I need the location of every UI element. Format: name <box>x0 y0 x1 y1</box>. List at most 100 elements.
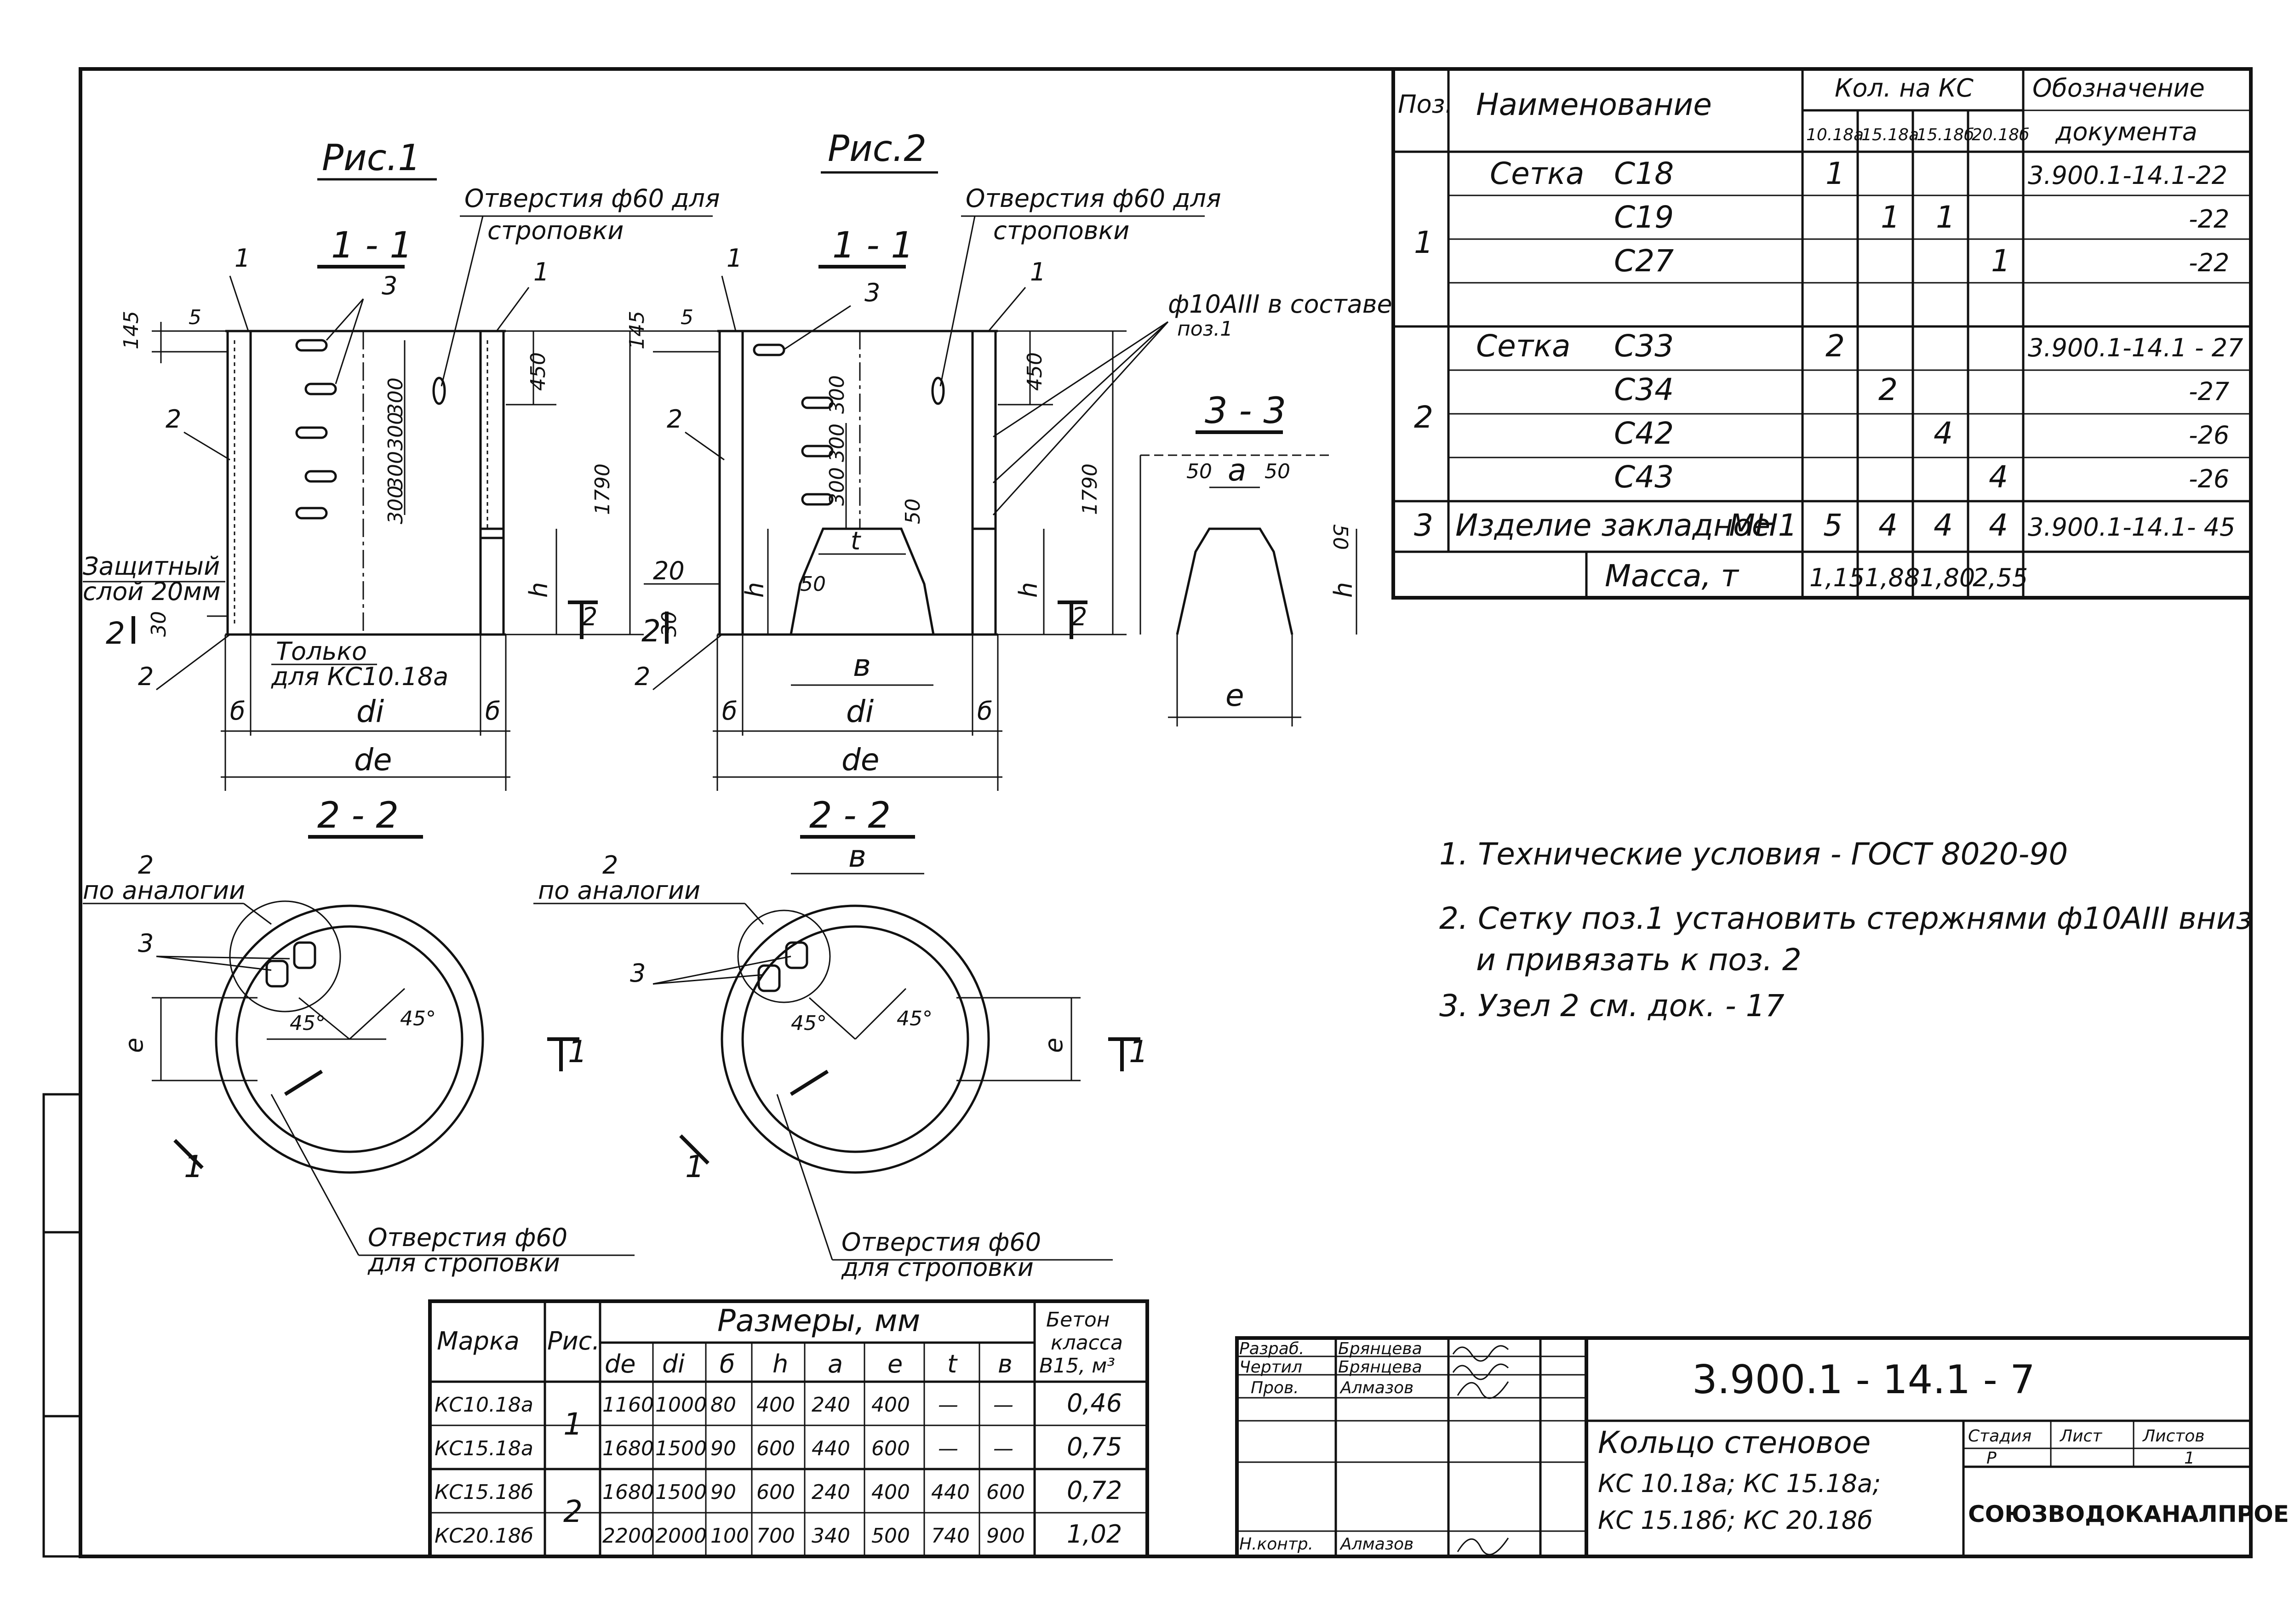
svg-text:600: 600 <box>871 1437 910 1460</box>
svg-text:t: t <box>947 1350 958 1378</box>
svg-text:документа: документа <box>2055 117 2197 146</box>
svg-text:Рис.: Рис. <box>547 1327 600 1355</box>
fig1-ring-section <box>225 330 506 636</box>
svg-text:100: 100 <box>710 1524 749 1548</box>
svg-text:—: — <box>938 1437 958 1460</box>
svg-text:h: h <box>524 582 553 598</box>
svg-text:Только: Только <box>276 637 367 666</box>
svg-text:Чертил: Чертил <box>1239 1358 1302 1377</box>
svg-text:Алмазов: Алмазов <box>1339 1378 1413 1397</box>
svg-text:е: е <box>887 1350 903 1378</box>
svg-text:2 - 2: 2 - 2 <box>317 795 399 836</box>
svg-text:1,88: 1,88 <box>1865 563 1920 592</box>
svg-text:2: 2 <box>1878 372 1898 407</box>
svg-text:di: di <box>846 694 874 729</box>
svg-text:ф10AIII в составе: ф10AIII в составе <box>1168 290 1392 319</box>
svg-text:2: 2 <box>563 1494 583 1529</box>
svg-text:Отверстия ф60: Отверстия ф60 <box>368 1223 567 1252</box>
svg-text:3: 3 <box>630 959 646 988</box>
svg-text:—: — <box>938 1393 958 1417</box>
svg-text:1: 1 <box>2184 1449 2195 1468</box>
notes: 1. Технические условия - ГОСТ 8020-90 2.… <box>1439 836 2252 1024</box>
svg-text:Масса, т: Масса, т <box>1605 558 1740 594</box>
svg-text:2: 2 <box>635 662 650 691</box>
svg-text:1: 1 <box>235 244 250 273</box>
svg-text:Разраб.: Разраб. <box>1239 1339 1304 1358</box>
binding-strip <box>42 1093 82 1558</box>
svg-text:класса: класса <box>1051 1331 1123 1355</box>
svg-text:300: 300 <box>384 412 407 451</box>
svg-text:3.900.1-14.1- 45: 3.900.1-14.1- 45 <box>2028 513 2235 542</box>
fig2-callouts: 1 1 3 2 2 Отверстия ф60 для строповки ф1… <box>635 184 1392 691</box>
svg-text:строповки: строповки <box>993 216 1129 245</box>
svg-text:0,75: 0,75 <box>1067 1432 1122 1461</box>
svg-text:450: 450 <box>1023 352 1047 391</box>
svg-text:-22: -22 <box>2189 205 2229 234</box>
fig1-bottom-dims: б б di de <box>221 635 510 791</box>
svg-text:3: 3 <box>864 278 880 307</box>
svg-text:по аналогии: по аналогии <box>83 876 245 905</box>
svg-text:2: 2 <box>667 405 682 434</box>
fig1-left-dims: 145 5 30 <box>120 306 228 637</box>
svg-text:Отверстия ф60: Отверстия ф60 <box>841 1228 1041 1257</box>
plan-2-2-fig1: 2 - 2 45° 45° е 2 по аналогии 3 1 1 Отве… <box>83 795 635 1277</box>
svg-text:3: 3 <box>1414 508 1433 543</box>
svg-text:90: 90 <box>710 1437 736 1460</box>
svg-text:для строповки: для строповки <box>841 1253 1034 1282</box>
fig2-section-1-1: 1 - 1 <box>832 225 914 266</box>
svg-text:1: 1 <box>184 1149 203 1184</box>
svg-text:400: 400 <box>871 1481 910 1504</box>
svg-text:15.18б: 15.18б <box>1917 126 1974 144</box>
svg-text:50: 50 <box>901 498 925 524</box>
svg-text:КС15.18а: КС15.18а <box>435 1437 533 1460</box>
svg-text:1790: 1790 <box>1078 463 1102 515</box>
fig1-title: Рис.1 <box>322 137 421 179</box>
svg-text:1: 1 <box>563 1407 583 1442</box>
svg-text:МН1: МН1 <box>1729 508 1797 543</box>
svg-text:-26: -26 <box>2189 464 2229 493</box>
svg-text:300: 300 <box>825 423 849 462</box>
svg-text:4: 4 <box>1934 508 1953 543</box>
svg-text:для КС10.18а: для КС10.18а <box>271 662 448 691</box>
svg-text:145: 145 <box>625 311 649 349</box>
svg-text:50: 50 <box>1265 460 1290 483</box>
svg-text:б: б <box>230 697 245 726</box>
svg-text:600: 600 <box>756 1437 795 1460</box>
figure-1: Рис.1 1 - 1 145 <box>83 137 720 791</box>
svg-text:1160: 1160 <box>602 1393 654 1417</box>
svg-text:0,46: 0,46 <box>1067 1389 1122 1418</box>
svg-text:2: 2 <box>138 851 154 880</box>
svg-text:2: 2 <box>166 405 181 434</box>
svg-text:в: в <box>853 648 871 683</box>
svg-text:2: 2 <box>641 613 661 649</box>
svg-text:300: 300 <box>825 467 849 506</box>
svg-text:1,80: 1,80 <box>1920 563 1975 592</box>
svg-text:Марка: Марка <box>437 1327 520 1355</box>
svg-text:45°: 45° <box>791 1012 827 1035</box>
svg-text:2000: 2000 <box>655 1524 707 1548</box>
svg-text:15.18а: 15.18а <box>1861 126 1919 144</box>
svg-text:Размеры, мм: Размеры, мм <box>717 1303 920 1338</box>
svg-text:1790: 1790 <box>591 463 614 515</box>
svg-text:45°: 45° <box>400 1007 436 1030</box>
signature-1 <box>1452 1345 1509 1362</box>
svg-text:б: б <box>977 697 992 726</box>
svg-text:1500: 1500 <box>655 1437 707 1460</box>
svg-text:5: 5 <box>681 306 693 329</box>
svg-text:4: 4 <box>1989 508 2008 543</box>
svg-text:Лист: Лист <box>2059 1427 2102 1446</box>
svg-text:2: 2 <box>138 662 154 691</box>
svg-text:Обозначение: Обозначение <box>2032 74 2205 103</box>
svg-text:С42: С42 <box>1614 416 1674 451</box>
fig1-section-1-1: 1 - 1 <box>331 225 412 266</box>
svg-text:300: 300 <box>384 486 407 524</box>
svg-text:Отверстия ф60 для: Отверстия ф60 для <box>464 184 720 213</box>
svg-text:КС10.18а: КС10.18а <box>435 1393 533 1417</box>
svg-text:50: 50 <box>800 572 826 596</box>
doc-code: 3.900.1 - 14.1 - 7 <box>1692 1357 2035 1403</box>
svg-text:в: в <box>998 1350 1013 1378</box>
svg-text:1500: 1500 <box>655 1481 707 1504</box>
svg-text:Наименование: Наименование <box>1476 87 1712 122</box>
